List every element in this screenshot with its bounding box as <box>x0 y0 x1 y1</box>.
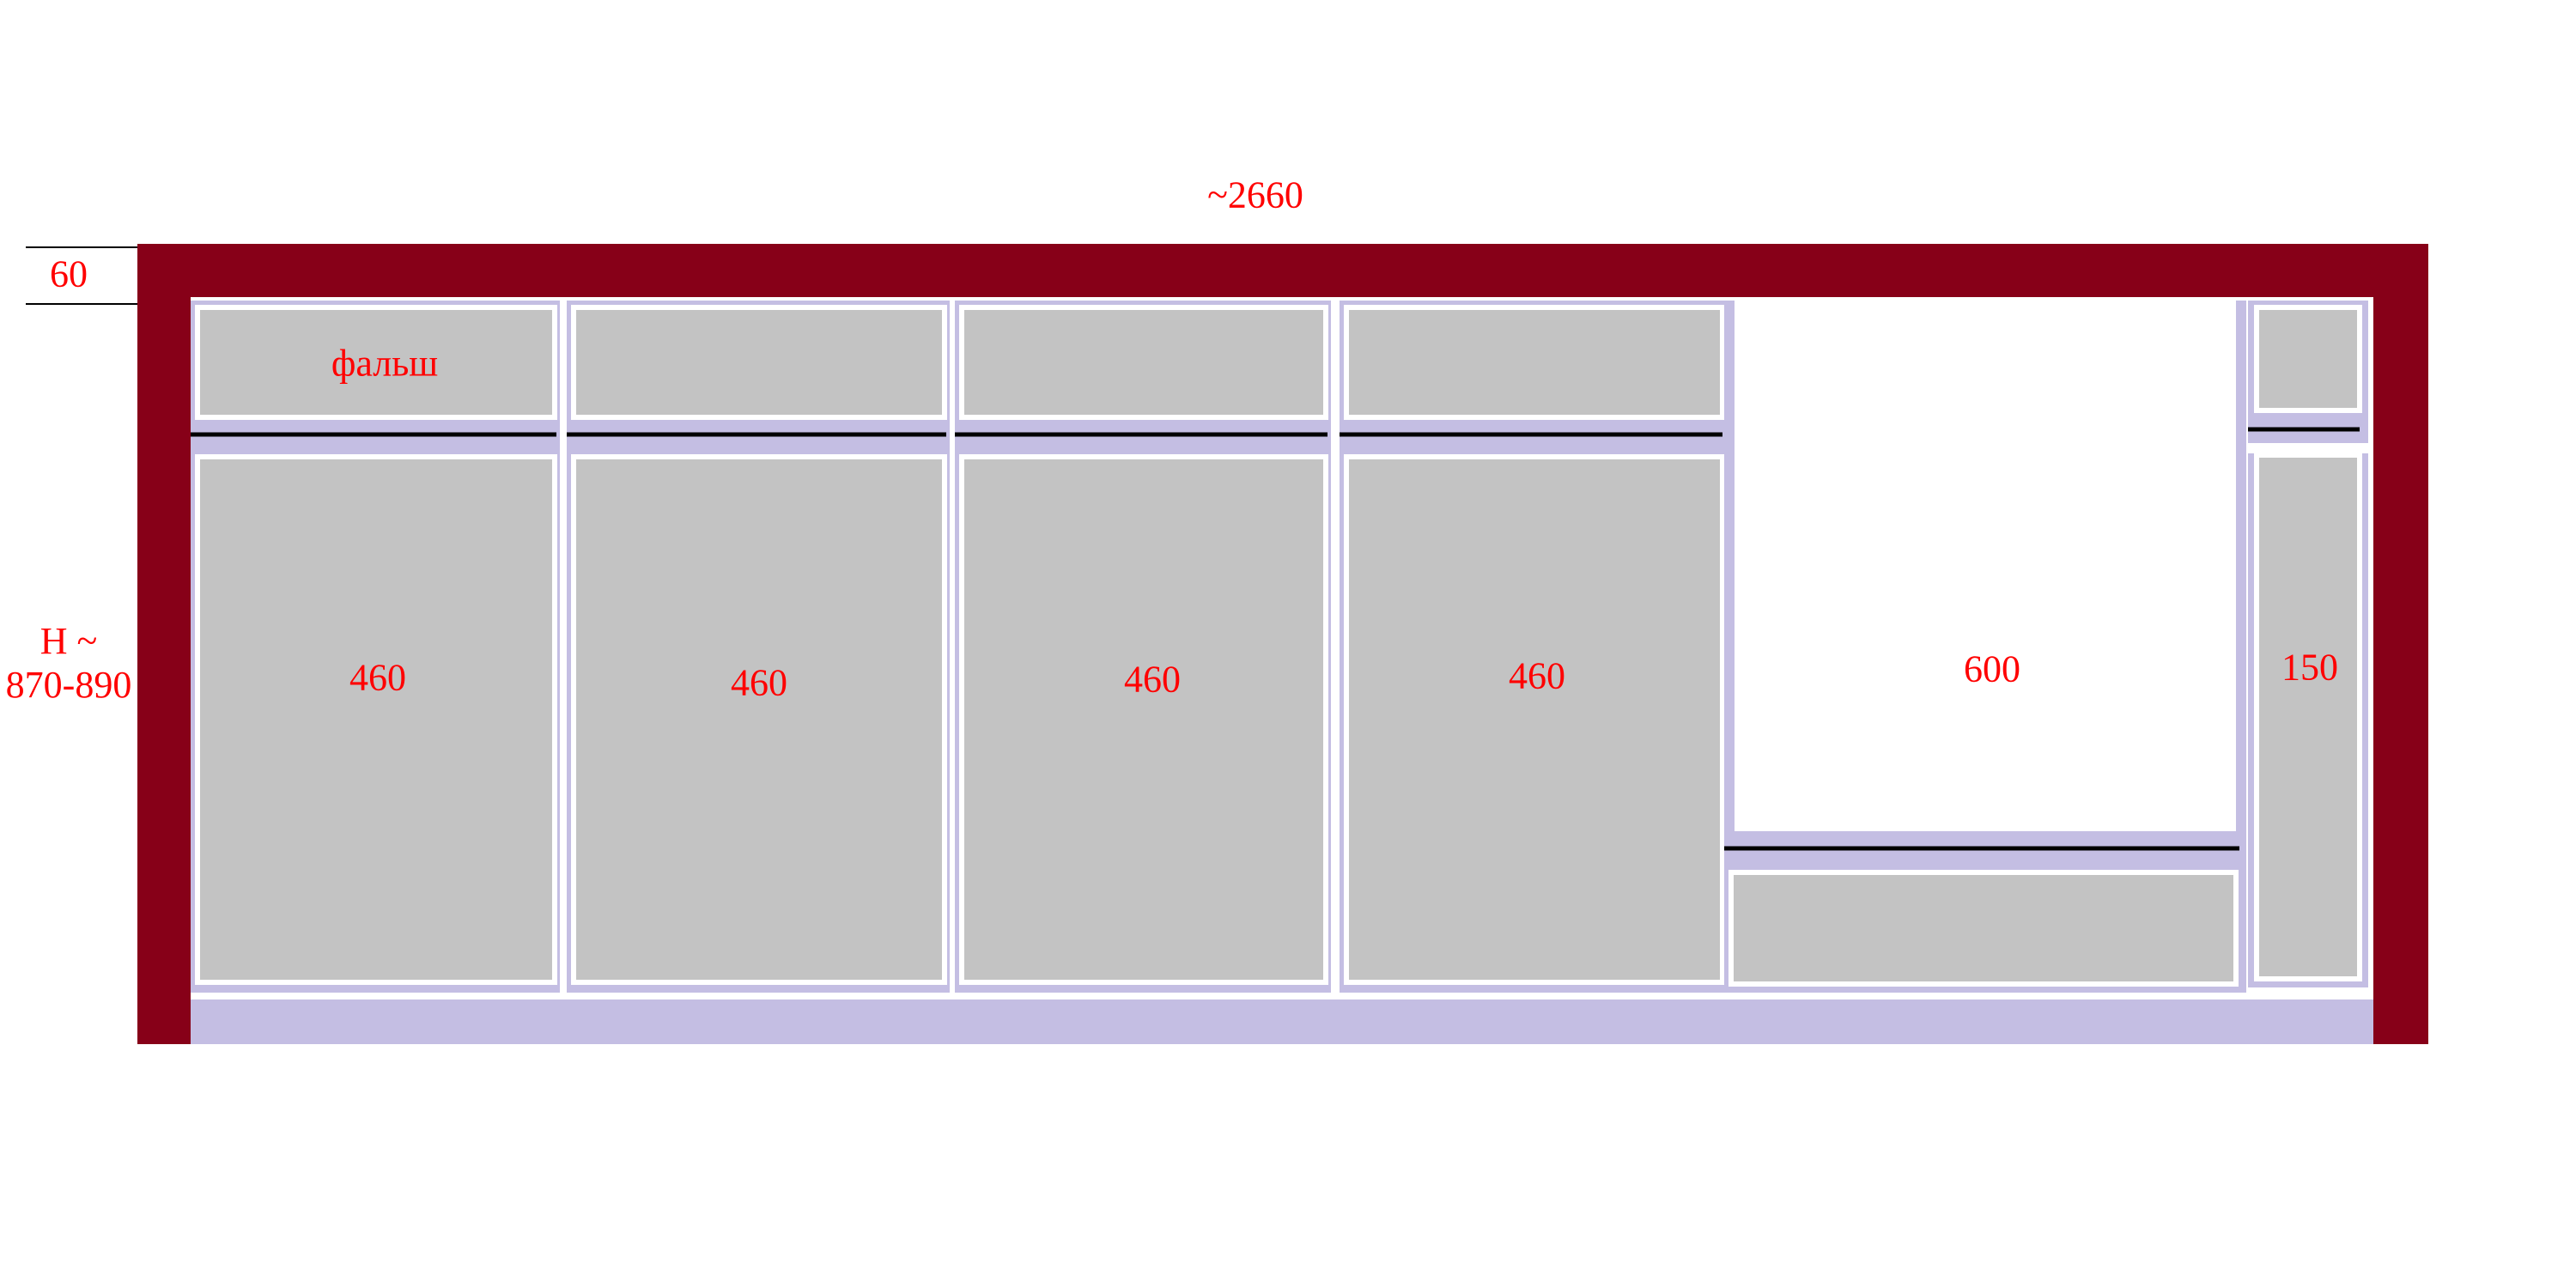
module-5-opening <box>1735 301 2236 833</box>
module-3 <box>955 301 1331 993</box>
module-6-drawer-front <box>2254 305 2362 413</box>
module-2-drawer-front <box>571 305 947 420</box>
module-5-drawer-front <box>1728 870 2239 987</box>
module-6-white-band <box>2248 443 2368 453</box>
module-2-door-front <box>571 454 947 985</box>
module-1-width-label: 460 <box>349 656 406 699</box>
module-5-width-label: 600 <box>1964 647 2020 690</box>
module-4-door-front <box>1344 454 1725 985</box>
height-label-line1: H ~ <box>39 620 98 662</box>
module-4-width-label: 460 <box>1509 654 1565 697</box>
module-6-door-front <box>2254 453 2362 981</box>
module-3-width-label: 460 <box>1124 658 1181 701</box>
module-2-width-label: 460 <box>731 661 787 704</box>
top-height-label: 60 <box>50 252 88 295</box>
total-width-label: ~2660 <box>1207 173 1303 216</box>
height-label-line2: 870-890 <box>5 663 132 706</box>
module-3-drawer-front <box>959 305 1328 420</box>
module-5-side-left <box>1724 301 1735 993</box>
module-4-drawer-front <box>1344 305 1725 420</box>
module-1 <box>191 301 560 993</box>
module-1-drawer-front <box>195 305 557 420</box>
module-1-top-label: фальш <box>331 342 439 385</box>
module-2 <box>567 301 950 993</box>
module-5 <box>1724 301 2246 993</box>
plinth <box>191 999 2373 1044</box>
module-5-side-right <box>2236 301 2246 993</box>
height-label: H ~ 870-890 <box>0 620 137 707</box>
module-6 <box>2248 301 2368 987</box>
module-1-door-front <box>195 454 557 985</box>
module-4 <box>1340 301 1729 993</box>
module-6-width-label: 150 <box>2281 646 2338 689</box>
module-3-door-front <box>959 454 1328 985</box>
